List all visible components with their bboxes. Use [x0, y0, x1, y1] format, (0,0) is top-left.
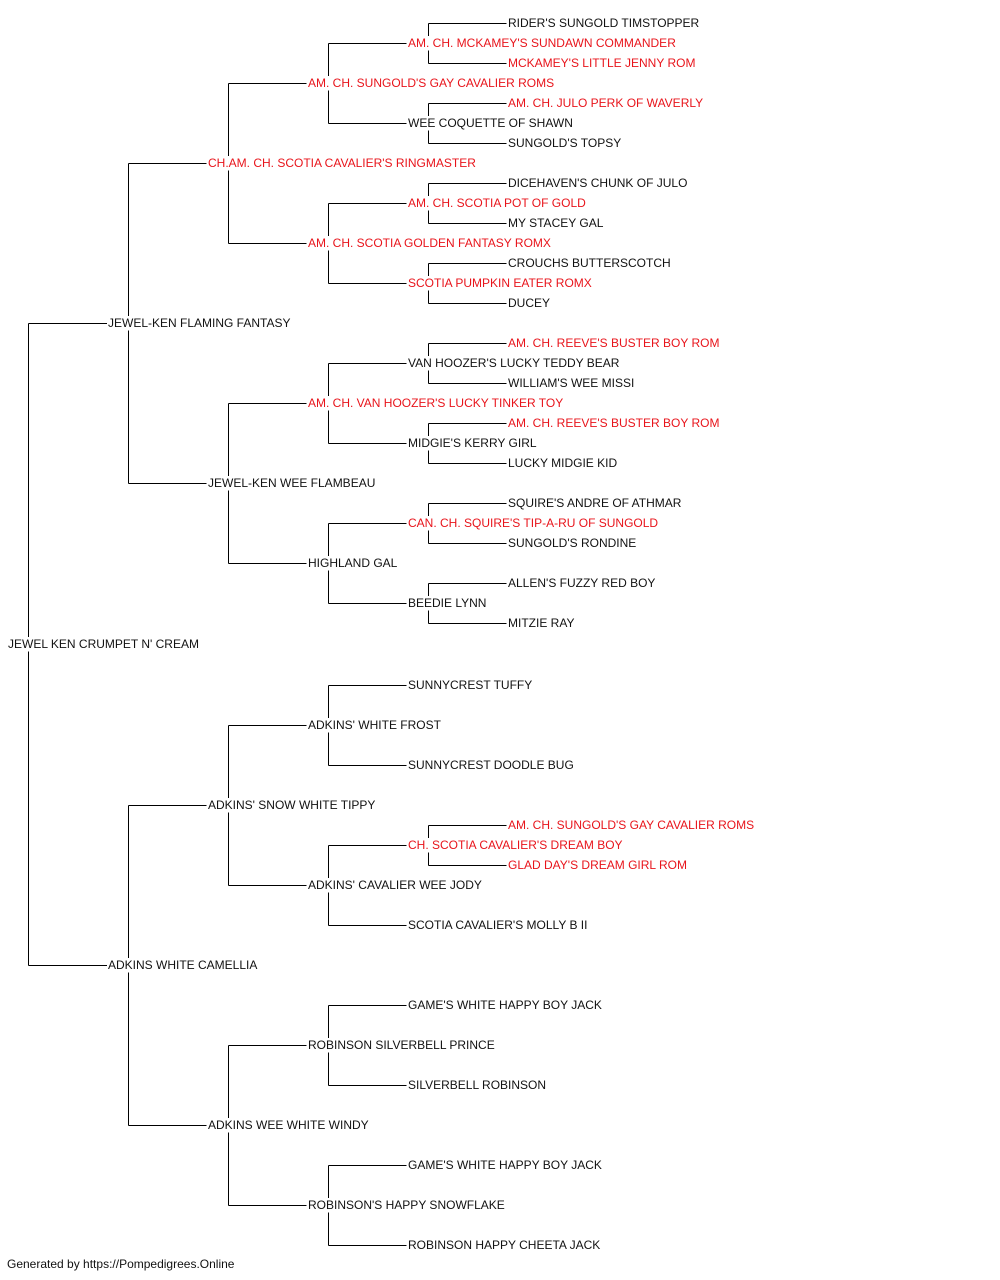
- dog-name-dam-gen5[interactable]: MITZIE RAY: [507, 616, 576, 630]
- dog-name-sire-gen3[interactable]: AM. CH. VAN HOOZER'S LUCKY TINKER TOY: [307, 396, 565, 410]
- dog-name-sire-gen5[interactable]: AM. CH. REEVE'S BUSTER BOY ROM: [507, 336, 721, 350]
- dog-name-sire-gen3[interactable]: AM. CH. SUNGOLD'S GAY CAVALIER ROMS: [307, 76, 556, 90]
- dog-name-sire-gen4[interactable]: VAN HOOZER'S LUCKY TEDDY BEAR: [407, 356, 621, 370]
- dog-name-dam-gen2[interactable]: ADKINS WEE WHITE WINDY: [207, 1118, 370, 1132]
- dog-name-dam-gen3[interactable]: ROBINSON'S HAPPY SNOWFLAKE: [307, 1198, 506, 1212]
- dog-name-dam-gen5[interactable]: MCKAMEY'S LITTLE JENNY ROM: [507, 56, 697, 70]
- dog-name-sire-gen5[interactable]: ALLEN'S FUZZY RED BOY: [507, 576, 657, 590]
- dog-name-dam-gen4[interactable]: WEE COQUETTE OF SHAWN: [407, 116, 574, 130]
- dog-name-dam-gen1[interactable]: ADKINS WHITE CAMELLIA: [107, 958, 259, 972]
- dog-name-dam-gen4[interactable]: ROBINSON HAPPY CHEETA JACK: [407, 1238, 602, 1252]
- dog-name-sire-gen4[interactable]: AM. CH. MCKAMEY'S SUNDAWN COMMANDER: [407, 36, 677, 50]
- dog-name-sire-gen5[interactable]: AM. CH. JULO PERK OF WAVERLY: [507, 96, 705, 110]
- dog-name-sire-gen4[interactable]: AM. CH. SCOTIA POT OF GOLD: [407, 196, 587, 210]
- dog-name-sire-gen5[interactable]: AM. CH. SUNGOLD'S GAY CAVALIER ROMS: [507, 818, 756, 832]
- dog-name-sire-gen4[interactable]: CH. SCOTIA CAVALIER'S DREAM BOY: [407, 838, 624, 852]
- dog-name-dam-gen4[interactable]: SCOTIA CAVALIER'S MOLLY B II: [407, 918, 589, 932]
- dog-name-dam-gen3[interactable]: ADKINS' CAVALIER WEE JODY: [307, 878, 483, 892]
- dog-name-dam-gen4[interactable]: BEEDIE LYNN: [407, 596, 488, 610]
- dog-name-dam-gen5[interactable]: SUNGOLD'S RONDINE: [507, 536, 638, 550]
- dog-name-sire-gen5[interactable]: AM. CH. REEVE'S BUSTER BOY ROM: [507, 416, 721, 430]
- dog-name-dam-gen5[interactable]: MY STACEY GAL: [507, 216, 605, 230]
- dog-name-sire-gen5[interactable]: DICEHAVEN'S CHUNK OF JULO: [507, 176, 689, 190]
- dog-name-sire-gen3[interactable]: ROBINSON SILVERBELL PRINCE: [307, 1038, 496, 1052]
- dog-name-dam-gen2[interactable]: JEWEL-KEN WEE FLAMBEAU: [207, 476, 377, 490]
- dog-name-sire-gen2[interactable]: CH.AM. CH. SCOTIA CAVALIER'S RINGMASTER: [207, 156, 477, 170]
- subject-dog-name[interactable]: JEWEL KEN CRUMPET N' CREAM: [7, 637, 200, 651]
- dog-name-sire-gen5[interactable]: RIDER'S SUNGOLD TIMSTOPPER: [507, 16, 701, 30]
- dog-name-dam-gen5[interactable]: WILLIAM'S WEE MISSI: [507, 376, 636, 390]
- dog-name-dam-gen4[interactable]: SILVERBELL ROBINSON: [407, 1078, 548, 1092]
- dog-name-sire-gen4[interactable]: SUNNYCREST TUFFY: [407, 678, 534, 692]
- dog-name-dam-gen5[interactable]: GLAD DAY'S DREAM GIRL ROM: [507, 858, 688, 872]
- dog-name-sire-gen3[interactable]: ADKINS' WHITE FROST: [307, 718, 442, 732]
- dog-name-dam-gen5[interactable]: SUNGOLD'S TOPSY: [507, 136, 623, 150]
- dog-name-sire-gen5[interactable]: CROUCHS BUTTERSCOTCH: [507, 256, 672, 270]
- dog-name-dam-gen5[interactable]: LUCKY MIDGIE KID: [507, 456, 619, 470]
- dog-name-dam-gen3[interactable]: AM. CH. SCOTIA GOLDEN FANTASY ROMX: [307, 236, 552, 250]
- dog-name-sire-gen5[interactable]: SQUIRE'S ANDRE OF ATHMAR: [507, 496, 683, 510]
- dog-name-dam-gen4[interactable]: SCOTIA PUMPKIN EATER ROMX: [407, 276, 593, 290]
- dog-name-sire-gen2[interactable]: ADKINS' SNOW WHITE TIPPY: [207, 798, 377, 812]
- dog-name-sire-gen4[interactable]: GAME'S WHITE HAPPY BOY JACK: [407, 1158, 603, 1172]
- dog-name-sire-gen1[interactable]: JEWEL-KEN FLAMING FANTASY: [107, 316, 292, 330]
- dog-name-sire-gen4[interactable]: GAME'S WHITE HAPPY BOY JACK: [407, 998, 603, 1012]
- dog-name-dam-gen5[interactable]: DUCEY: [507, 296, 552, 310]
- dog-name-dam-gen3[interactable]: HIGHLAND GAL: [307, 556, 399, 570]
- dog-name-dam-gen4[interactable]: SUNNYCREST DOODLE BUG: [407, 758, 575, 772]
- generator-credit: Generated by https://Pompedigrees.Online: [7, 1257, 235, 1271]
- dog-name-sire-gen4[interactable]: CAN. CH. SQUIRE'S TIP-A-RU OF SUNGOLD: [407, 516, 660, 530]
- dog-name-dam-gen4[interactable]: MIDGIE'S KERRY GIRL: [407, 436, 538, 450]
